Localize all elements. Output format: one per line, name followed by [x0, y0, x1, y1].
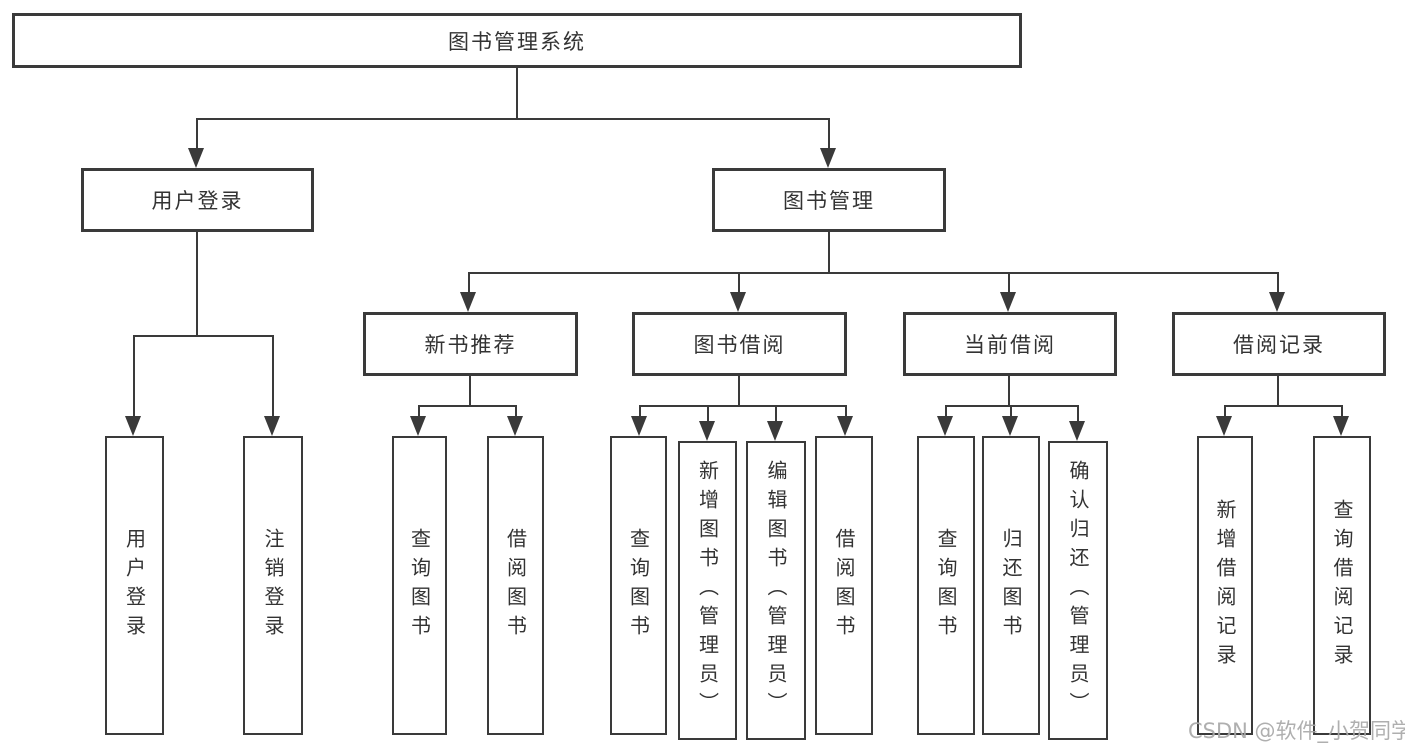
connector-arrow-stem	[828, 118, 830, 148]
connector-arrow-stem	[1277, 272, 1279, 292]
connector-arrow-stem	[1077, 405, 1079, 421]
connector-arrow-stem	[738, 272, 740, 292]
arrow-head	[264, 416, 280, 436]
leaf-edit-books-admin: 编辑图书（管理员）	[746, 441, 806, 740]
connector-arrow-stem	[1010, 405, 1012, 416]
connector-vline	[828, 232, 830, 272]
leaf-logout-login: 注销登录	[243, 436, 303, 735]
leaf-confirm-return-admin: 确认归还（管理员）	[1048, 441, 1108, 740]
leaf-query-books-borrowing: 查询图书	[610, 436, 667, 735]
leaf-confirm-return-admin-label: 确认归还（管理员）	[1066, 460, 1090, 721]
leaf-query-books-borrowing-label: 查询图书	[626, 527, 651, 644]
connector-arrow-stem	[272, 335, 274, 416]
node-library-management-system-label: 图书管理系统	[448, 29, 586, 54]
arrow-head	[1269, 292, 1285, 312]
leaf-query-borrow-record-label: 查询借阅记录	[1330, 498, 1354, 673]
node-library-management-system: 图书管理系统	[12, 13, 1022, 68]
node-current-borrowing-label: 当前借阅	[964, 333, 1056, 357]
leaf-borrow-books-borrowing-label: 借阅图书	[832, 527, 856, 644]
leaf-user-login-label: 用户登录	[122, 527, 147, 644]
connector-arrow-stem	[468, 272, 470, 292]
arrow-head	[1216, 416, 1232, 436]
node-book-management: 图书管理	[712, 168, 946, 232]
node-book-borrowing: 图书借阅	[632, 312, 847, 376]
connector-vline	[469, 376, 471, 405]
connector-arrow-stem	[1341, 405, 1343, 416]
arrow-head	[410, 416, 426, 436]
leaf-add-borrow-record-label: 新增借阅记录	[1213, 498, 1237, 673]
csdn-watermark: CSDN @软件_小贺同学	[1188, 719, 1405, 743]
connector-arrow-stem	[418, 405, 420, 416]
connector-vline	[196, 232, 198, 335]
leaf-return-books: 归还图书	[982, 436, 1040, 735]
leaf-query-books-current: 查询图书	[917, 436, 975, 735]
arrow-head	[767, 421, 783, 441]
connector-hline	[418, 405, 517, 407]
leaf-query-books-current-label: 查询图书	[934, 527, 958, 644]
connector-arrow-stem	[639, 405, 641, 416]
connector-arrow-stem	[196, 118, 198, 148]
arrow-head	[188, 148, 204, 168]
connector-vline	[1277, 376, 1279, 405]
node-book-management-label: 图书管理	[783, 189, 875, 213]
leaf-add-books-admin: 新增图书（管理员）	[678, 441, 737, 740]
arrow-head	[460, 292, 476, 312]
leaf-user-login: 用户登录	[105, 436, 164, 735]
connector-hline	[945, 405, 1079, 407]
arrow-head	[820, 148, 836, 168]
connector-arrow-stem	[775, 405, 777, 421]
node-borrowing-records-label: 借阅记录	[1233, 333, 1325, 357]
node-book-borrowing-label: 图书借阅	[693, 333, 786, 357]
arrow-head	[730, 292, 746, 312]
leaf-edit-books-admin-label: 编辑图书（管理员）	[764, 460, 788, 721]
leaf-borrow-books-recommend: 借阅图书	[487, 436, 544, 735]
connector-arrow-stem	[515, 405, 517, 416]
connector-hline	[133, 335, 274, 337]
leaf-query-borrow-record: 查询借阅记录	[1313, 436, 1371, 735]
leaf-query-books-recommend-label: 查询图书	[407, 527, 432, 644]
leaf-add-books-admin-label: 新增图书（管理员）	[695, 460, 720, 721]
arrow-head	[1000, 292, 1016, 312]
node-borrowing-records: 借阅记录	[1172, 312, 1386, 376]
leaf-query-books-recommend: 查询图书	[392, 436, 447, 735]
node-new-book-recommend: 新书推荐	[363, 312, 578, 376]
arrow-head	[631, 416, 647, 436]
connector-hline	[1224, 405, 1343, 407]
arrow-head	[1069, 421, 1085, 441]
arrow-head	[1002, 416, 1018, 436]
connector-vline	[1008, 376, 1010, 405]
connector-hline	[196, 118, 830, 120]
arrow-head	[1333, 416, 1349, 436]
leaf-return-books-label: 归还图书	[999, 527, 1023, 644]
connector-hline	[639, 405, 847, 407]
connector-arrow-stem	[1224, 405, 1226, 416]
arrow-head	[837, 416, 853, 436]
connector-vline	[516, 68, 518, 118]
leaf-borrow-books-borrowing: 借阅图书	[815, 436, 873, 735]
arrow-head	[699, 421, 715, 441]
connector-vline	[738, 376, 740, 405]
arrow-head	[937, 416, 953, 436]
connector-arrow-stem	[133, 335, 135, 416]
leaf-logout-login-label: 注销登录	[261, 527, 285, 644]
connector-hline	[468, 272, 1279, 274]
connector-arrow-stem	[707, 405, 709, 421]
node-new-book-recommend-label: 新书推荐	[424, 333, 517, 357]
connector-arrow-stem	[845, 405, 847, 416]
arrow-head	[125, 416, 141, 436]
connector-arrow-stem	[1008, 272, 1010, 292]
node-current-borrowing: 当前借阅	[903, 312, 1117, 376]
leaf-borrow-books-recommend-label: 借阅图书	[503, 527, 528, 644]
connector-arrow-stem	[945, 405, 947, 416]
arrow-head	[507, 416, 523, 436]
leaf-add-borrow-record: 新增借阅记录	[1197, 436, 1253, 735]
node-user-login: 用户登录	[81, 168, 314, 232]
node-user-login-label: 用户登录	[151, 189, 244, 213]
